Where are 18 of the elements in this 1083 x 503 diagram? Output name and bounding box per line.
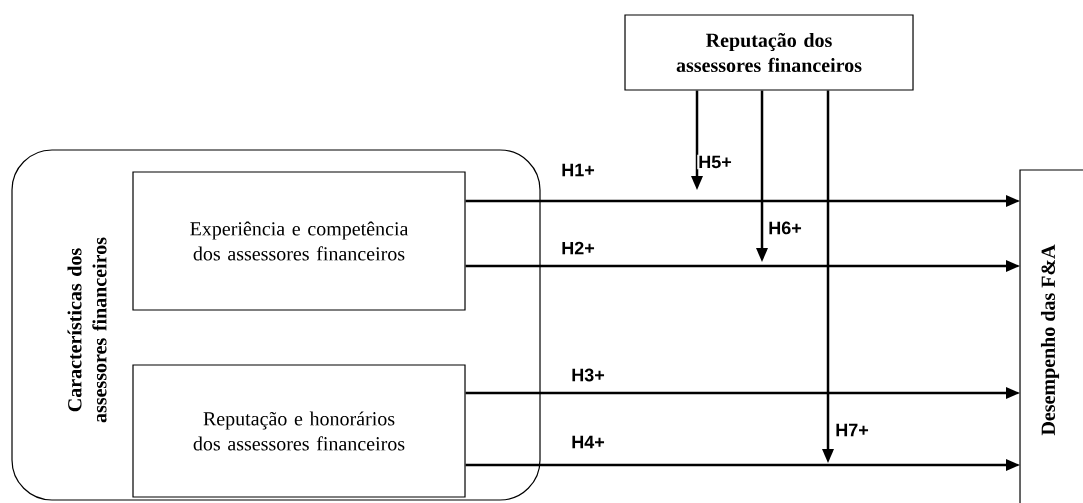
edge-label: H3+: [570, 367, 606, 383]
arrow: [691, 90, 703, 190]
arrow: [465, 459, 1020, 471]
edge-label: H5+: [697, 154, 733, 170]
arrow: [465, 260, 1020, 272]
edge-label: H7+: [834, 422, 870, 438]
moderator-box: Reputação dos assessores financeiros: [624, 14, 914, 91]
arrow: [465, 195, 1020, 207]
edge-label: H2+: [560, 240, 596, 256]
edge-label: H4+: [570, 434, 606, 450]
edge-label: H1+: [560, 162, 596, 178]
arrow: [756, 90, 768, 262]
construct-box: Experiência e competência dos assessores financeiros: [132, 171, 466, 311]
outcome-box: Desempenho das F&A: [1019, 169, 1083, 503]
arrow: [822, 90, 834, 463]
arrow: [465, 387, 1020, 399]
construct-box: Reputação e honorários dos assessores financeiros: [132, 364, 466, 498]
edge-label: H6+: [767, 220, 803, 236]
